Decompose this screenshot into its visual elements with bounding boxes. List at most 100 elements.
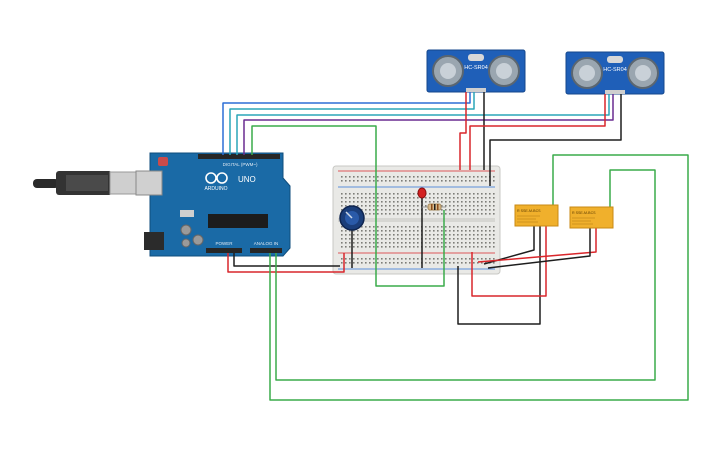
- breadboard-hole: [481, 209, 483, 211]
- breadboard-hole: [457, 213, 459, 215]
- breadboard-hole: [349, 193, 351, 195]
- breadboard-hole: [429, 180, 431, 182]
- breadboard-hole: [413, 209, 415, 211]
- power-header-label: POWER: [215, 241, 233, 246]
- breadboard-hole: [397, 209, 399, 211]
- breadboard-hole: [381, 176, 383, 178]
- breadboard-hole: [469, 176, 471, 178]
- digital-header-label: DIGITAL (PWM~): [223, 162, 258, 167]
- breadboard-hole: [461, 209, 463, 211]
- breadboard-hole: [493, 242, 495, 244]
- breadboard-hole: [437, 234, 439, 236]
- breadboard-hole: [365, 230, 367, 232]
- breadboard-hole: [345, 201, 347, 203]
- breadboard-hole: [393, 238, 395, 240]
- breadboard-hole: [345, 258, 347, 260]
- breadboard-hole: [397, 176, 399, 178]
- breadboard-hole: [381, 230, 383, 232]
- breadboard-hole: [361, 262, 363, 264]
- breadboard-hole: [357, 246, 359, 248]
- breadboard-hole: [485, 209, 487, 211]
- breadboard-hole: [449, 262, 451, 264]
- breadboard-hole: [397, 193, 399, 195]
- breadboard-hole: [417, 238, 419, 240]
- breadboard-hole: [377, 176, 379, 178]
- breadboard-hole: [441, 193, 443, 195]
- breadboard-hole: [489, 242, 491, 244]
- breadboard-hole: [461, 238, 463, 240]
- breadboard-hole: [481, 242, 483, 244]
- breadboard-hole: [357, 234, 359, 236]
- breadboard-hole: [473, 176, 475, 178]
- breadboard-hole: [389, 201, 391, 203]
- breadboard-hole: [461, 197, 463, 199]
- breadboard-hole: [397, 230, 399, 232]
- breadboard-hole: [381, 226, 383, 228]
- breadboard-hole: [389, 238, 391, 240]
- wire-green-relay1: [269, 154, 689, 401]
- breadboard-hole: [445, 262, 447, 264]
- breadboard-hole: [385, 209, 387, 211]
- breadboard-hole: [397, 197, 399, 199]
- breadboard-hole: [361, 258, 363, 260]
- wire-green-led: [251, 125, 445, 287]
- breadboard-hole: [389, 213, 391, 215]
- breadboard-hole: [473, 209, 475, 211]
- breadboard-hole: [397, 205, 399, 207]
- breadboard-hole: [365, 226, 367, 228]
- breadboard-hole: [477, 246, 479, 248]
- breadboard-hole: [485, 226, 487, 228]
- breadboard-hole: [465, 201, 467, 203]
- breadboard-hole: [357, 197, 359, 199]
- breadboard-hole: [401, 238, 403, 240]
- usb-plug-grip: [66, 175, 108, 191]
- breadboard-hole: [385, 242, 387, 244]
- breadboard-hole: [429, 258, 431, 260]
- breadboard-hole: [461, 234, 463, 236]
- breadboard-hole: [477, 176, 479, 178]
- breadboard-hole: [341, 246, 343, 248]
- breadboard-hole: [477, 197, 479, 199]
- breadboard-hole: [341, 258, 343, 260]
- wire-black-sensor2-gnd: [489, 94, 622, 186]
- breadboard-hole: [397, 213, 399, 215]
- arduino-power-jack: [144, 232, 164, 250]
- breadboard-hole: [353, 258, 355, 260]
- ultrasonic-sensor-2: HC-SR04: [565, 51, 665, 95]
- breadboard-hole: [477, 258, 479, 260]
- breadboard-hole: [345, 238, 347, 240]
- breadboard-hole: [433, 246, 435, 248]
- breadboard-hole: [453, 209, 455, 211]
- breadboard-hole: [445, 246, 447, 248]
- breadboard-hole: [385, 258, 387, 260]
- breadboard-hole: [469, 209, 471, 211]
- breadboard-hole: [377, 201, 379, 203]
- breadboard-hole: [385, 193, 387, 195]
- breadboard-hole: [437, 213, 439, 215]
- breadboard-hole: [381, 197, 383, 199]
- breadboard-hole: [413, 176, 415, 178]
- breadboard-hole: [377, 234, 379, 236]
- wire-green-relay2: [275, 169, 656, 381]
- breadboard-hole: [441, 205, 443, 207]
- arduino-logo-icon: [205, 172, 228, 184]
- breadboard-hole: [389, 234, 391, 236]
- breadboard-hole: [373, 234, 375, 236]
- breadboard-hole: [493, 213, 495, 215]
- breadboard: [332, 165, 501, 275]
- breadboard-hole: [457, 258, 459, 260]
- breadboard-hole: [477, 180, 479, 182]
- breadboard-hole: [425, 258, 427, 260]
- breadboard-hole: [453, 242, 455, 244]
- breadboard-hole: [409, 201, 411, 203]
- breadboard-hole: [345, 230, 347, 232]
- breadboard-hole: [425, 246, 427, 248]
- breadboard-hole: [409, 193, 411, 195]
- breadboard-hole: [473, 238, 475, 240]
- breadboard-hole: [461, 226, 463, 228]
- breadboard-hole: [477, 205, 479, 207]
- arduino-board-label: UNO: [238, 175, 256, 184]
- breadboard-hole: [401, 230, 403, 232]
- breadboard-hole: [353, 234, 355, 236]
- breadboard-hole: [405, 238, 407, 240]
